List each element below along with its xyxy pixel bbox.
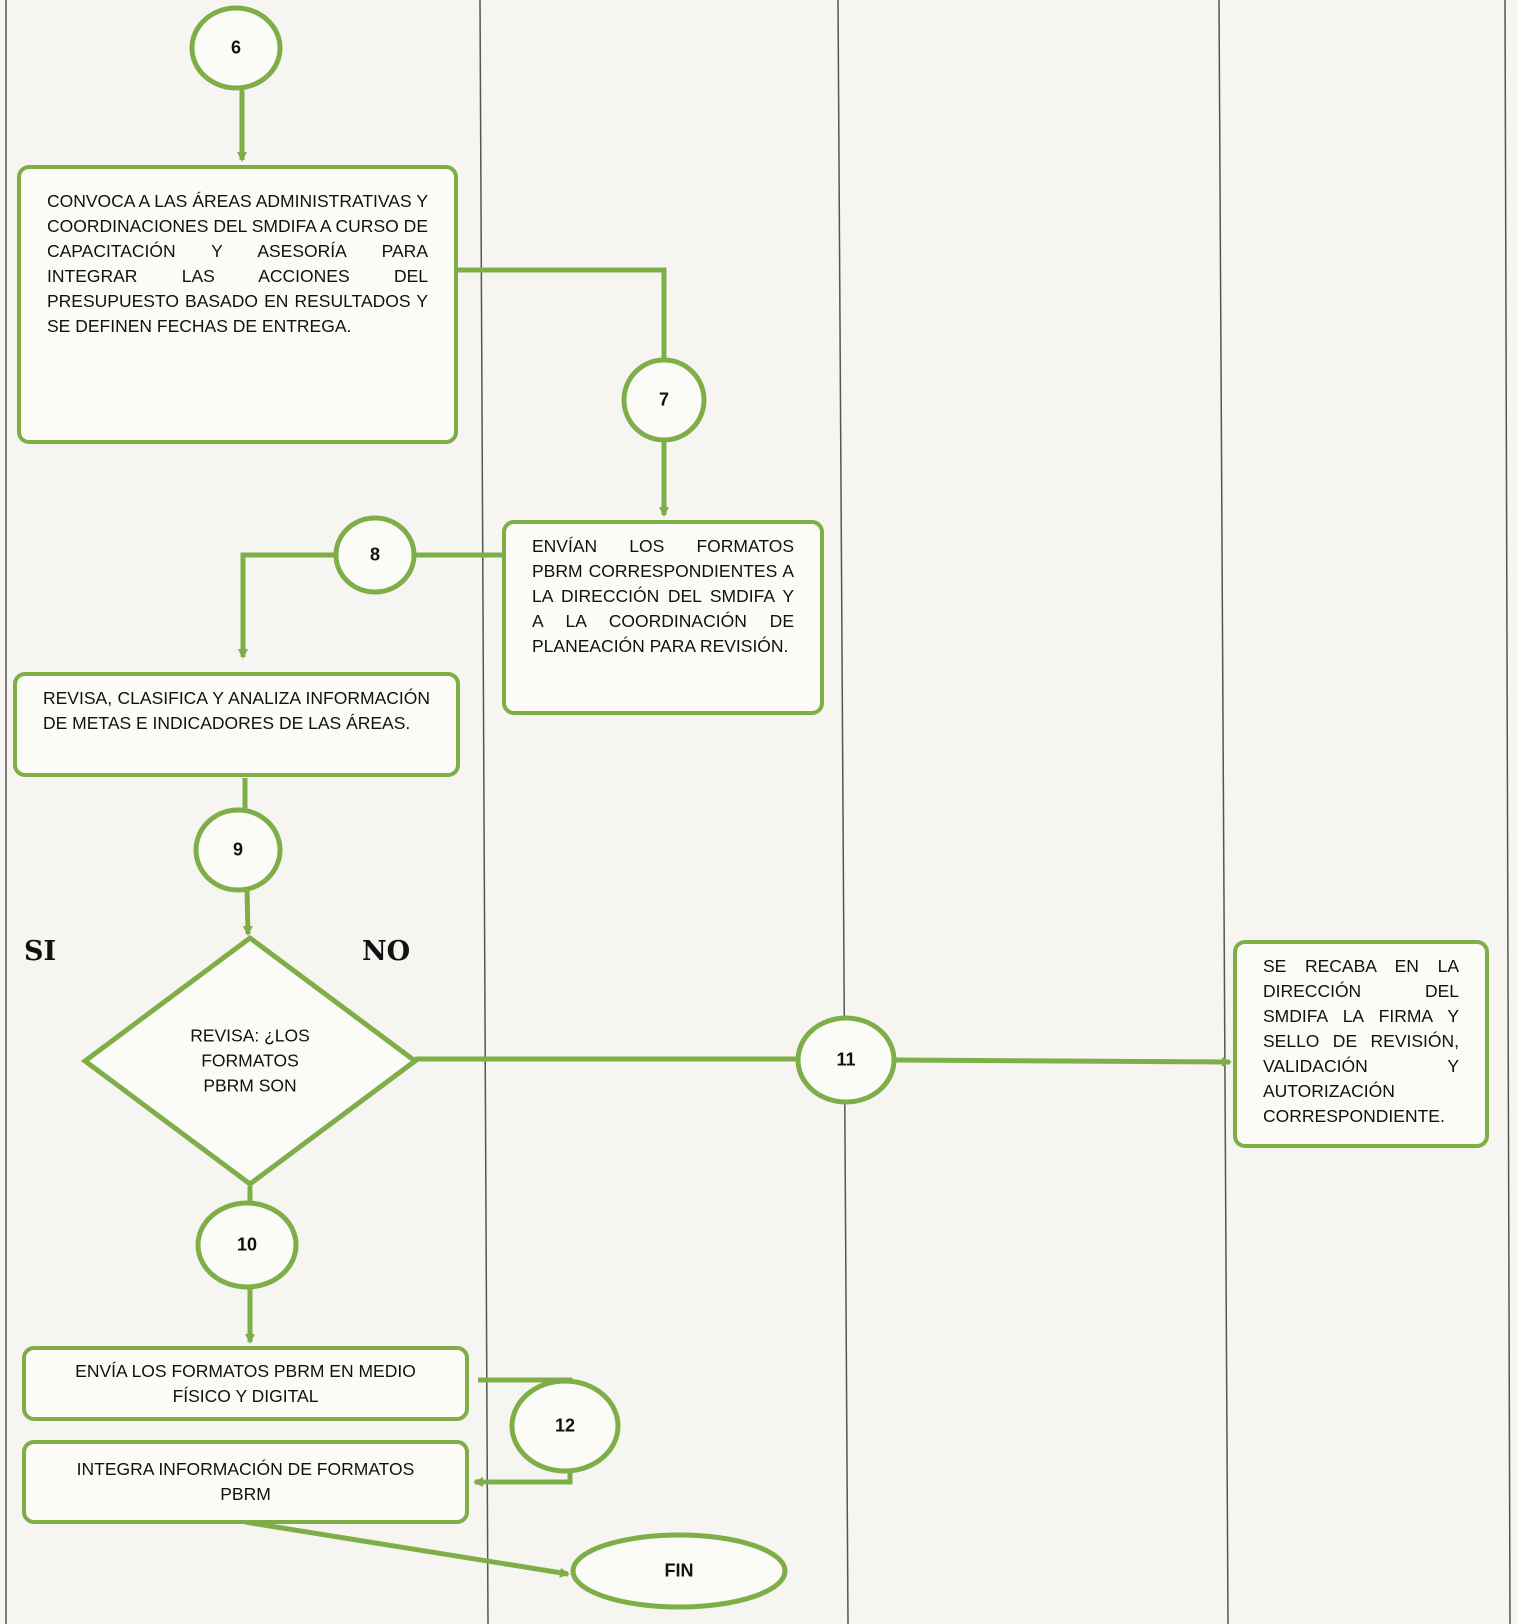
step-recaba: SE RECABA EN LA DIRECCIÓN DEL SMDIFA LA … — [1233, 940, 1489, 1148]
step-envian: ENVÍAN LOS FORMATOS PBRM CORRESPONDIENTE… — [502, 520, 824, 715]
branch-yes-label: SI — [24, 936, 57, 967]
terminator-fin-label: FIN — [664, 1560, 694, 1581]
step-convoca: CONVOCA A LAS ÁREAS ADMINISTRATIVAS Y CO… — [17, 165, 458, 444]
connector-10 — [195, 1200, 299, 1290]
connector-9 — [193, 807, 283, 893]
step-integra: INTEGRA INFORMACIÓN DE FORMATOS PBRM — [22, 1440, 469, 1524]
connector-8-label: 8 — [369, 544, 381, 565]
connector-8 — [333, 515, 417, 595]
flow-connectors — [237, 90, 1232, 1578]
connector-11-label: 11 — [836, 1049, 856, 1070]
connector-10-label: 10 — [236, 1234, 258, 1255]
decision-text: REVISA: ¿LOS FORMATOS PBRM SON — [190, 1025, 310, 1096]
connector-11 — [795, 1015, 897, 1105]
connector-7 — [621, 357, 707, 443]
decision-diamond — [80, 934, 420, 1188]
connector-circles — [189, 5, 897, 1610]
step-envia-formatos: ENVÍA LOS FORMATOS PBRM EN MEDIO FÍSICO … — [22, 1346, 469, 1421]
branch-no-label: NO — [362, 936, 411, 967]
connector-9-label: 9 — [232, 839, 244, 860]
connector-12-label: 12 — [554, 1415, 576, 1436]
connector-6-label: 6 — [230, 37, 242, 58]
step-revisa: REVISA, CLASIFICA Y ANALIZA INFORMACIÓN … — [13, 672, 460, 777]
connector-7-label: 7 — [658, 389, 670, 410]
connector-6 — [189, 5, 283, 91]
connector-12 — [509, 1378, 621, 1474]
terminator-fin — [570, 1532, 788, 1610]
